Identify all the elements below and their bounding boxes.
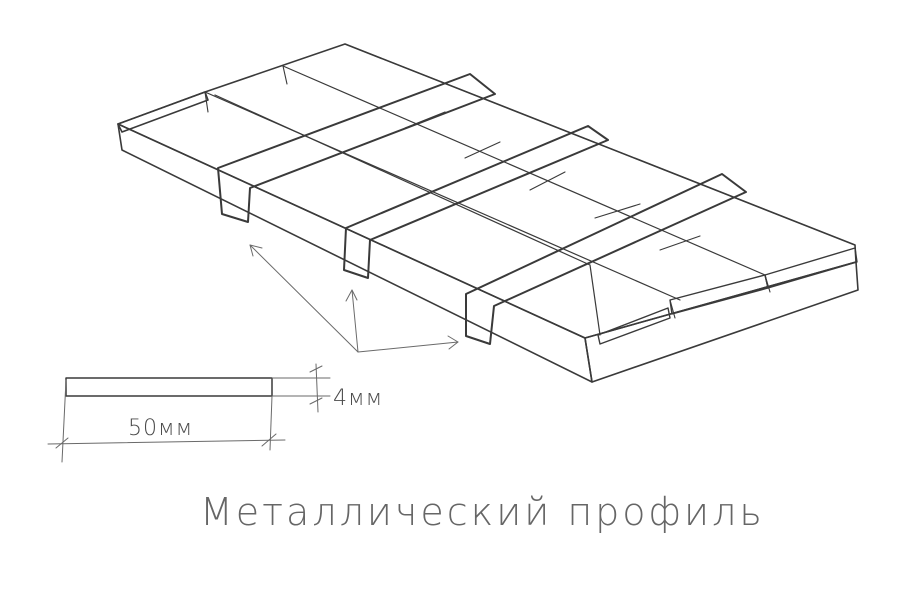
axis-arrows	[249, 244, 459, 353]
width-dimension	[47, 379, 286, 463]
thickness-dimension	[271, 363, 331, 413]
cross-section	[65, 377, 273, 397]
sketch-caption: Металлический профиль	[200, 490, 765, 534]
binding-band-2	[343, 125, 609, 279]
binding-band-1	[217, 73, 496, 223]
thickness-label: 4мм	[333, 386, 384, 411]
binding-band-3	[465, 173, 747, 345]
width-label: 50мм	[128, 416, 194, 441]
strip-bundle	[117, 43, 859, 383]
